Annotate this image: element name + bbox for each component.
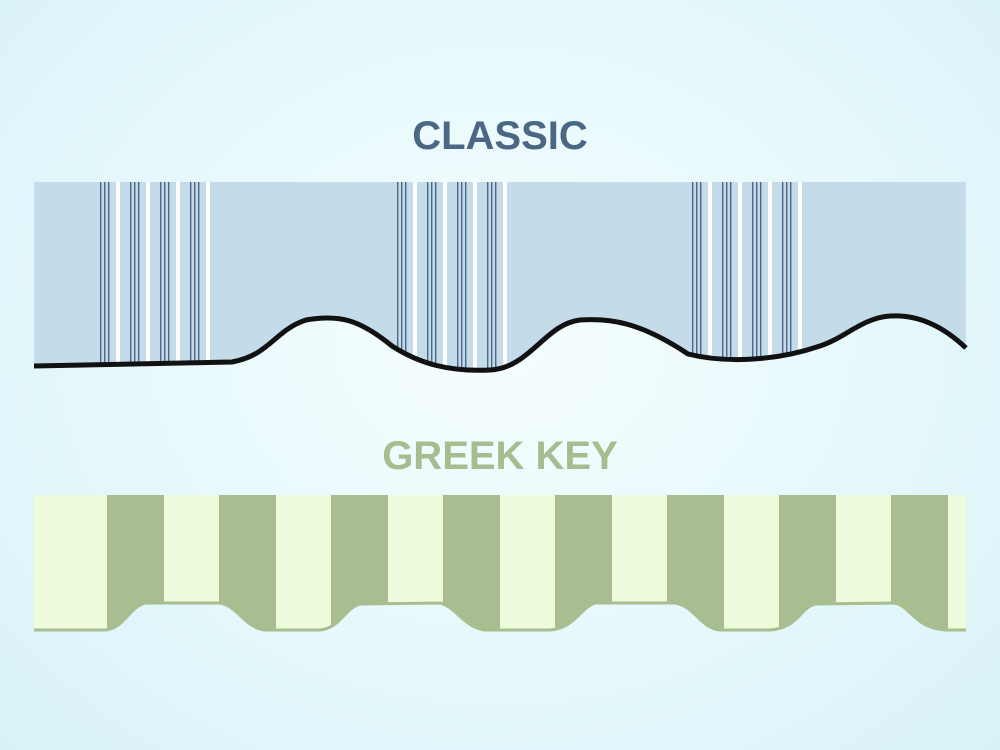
classic-stripe-line xyxy=(198,182,200,371)
classic-stripe-line xyxy=(461,182,463,371)
greek-key-stripe xyxy=(443,495,500,630)
classic-stripe-line xyxy=(491,182,493,371)
classic-stripe-white xyxy=(146,182,150,371)
classic-stripe-line xyxy=(427,182,429,371)
classic-stripe-line xyxy=(756,182,758,371)
classic-stripe-line xyxy=(134,182,136,371)
classic-stripe-white xyxy=(738,182,742,371)
greek-key-stripe xyxy=(779,495,836,630)
classic-stripe-line xyxy=(487,182,489,371)
greek-key-stripe xyxy=(555,495,612,630)
classic-stripe-line xyxy=(700,182,702,371)
classic-stripe-line xyxy=(790,182,792,371)
greek-key-hem-edge xyxy=(34,601,966,632)
classic-stripe-white xyxy=(116,182,120,371)
classic-stripe-white xyxy=(413,182,417,371)
classic-stripe-line xyxy=(100,182,102,371)
classic-stripe-line xyxy=(786,182,788,371)
classic-stripe-line xyxy=(435,182,437,371)
classic-stripe-line xyxy=(752,182,754,371)
classic-stripe-line xyxy=(401,182,403,371)
classic-stripe-line xyxy=(405,182,407,371)
classic-stripe-line xyxy=(495,182,497,371)
classic-stripe-white xyxy=(473,182,477,371)
classic-stripe-white xyxy=(206,182,210,371)
classic-stripe-line xyxy=(138,182,140,371)
classic-stripe-line xyxy=(194,182,196,371)
greek-key-title: GREEK KEY xyxy=(382,434,618,478)
classic-stripe-white xyxy=(503,182,507,371)
classic-stripe-white xyxy=(768,182,772,371)
classic-stripe-line xyxy=(168,182,170,371)
classic-title: CLASSIC xyxy=(412,114,588,158)
greek-key-stripe xyxy=(891,495,948,630)
classic-stripe-line xyxy=(782,182,784,371)
greek-key-stripe xyxy=(107,495,164,630)
classic-stripe-line xyxy=(760,182,762,371)
classic-stripe-line xyxy=(108,182,110,371)
classic-stripe-line xyxy=(465,182,467,371)
classic-stripe-group xyxy=(692,182,802,371)
classic-stripe-line xyxy=(722,182,724,371)
classic-stripe-line xyxy=(692,182,694,371)
greek-key-stripe xyxy=(219,495,276,630)
classic-stripe-group xyxy=(397,182,507,371)
classic-stripe-groups xyxy=(100,182,802,371)
classic-stripe-white xyxy=(443,182,447,371)
classic-stripe-white xyxy=(708,182,712,371)
classic-stripe-line xyxy=(696,182,698,371)
classic-stripe-line xyxy=(160,182,162,371)
classic-stripe-group xyxy=(100,182,210,371)
classic-stripe-line xyxy=(730,182,732,371)
classic-stripe-line xyxy=(726,182,728,371)
greek-key-stripe xyxy=(331,495,388,630)
classic-stripe-line xyxy=(431,182,433,371)
classic-stripe-line xyxy=(397,182,399,371)
classic-hem-edge xyxy=(33,313,968,373)
classic-stripe-line xyxy=(457,182,459,371)
greek-key-fabric xyxy=(34,495,966,630)
classic-stripe-line xyxy=(104,182,106,371)
classic-stripe-white xyxy=(176,182,180,371)
classic-stripe-line xyxy=(164,182,166,371)
classic-stripe-line xyxy=(130,182,132,371)
classic-fabric xyxy=(34,182,966,371)
classic-stripe-white xyxy=(798,182,802,371)
classic-stripe-line xyxy=(190,182,192,371)
